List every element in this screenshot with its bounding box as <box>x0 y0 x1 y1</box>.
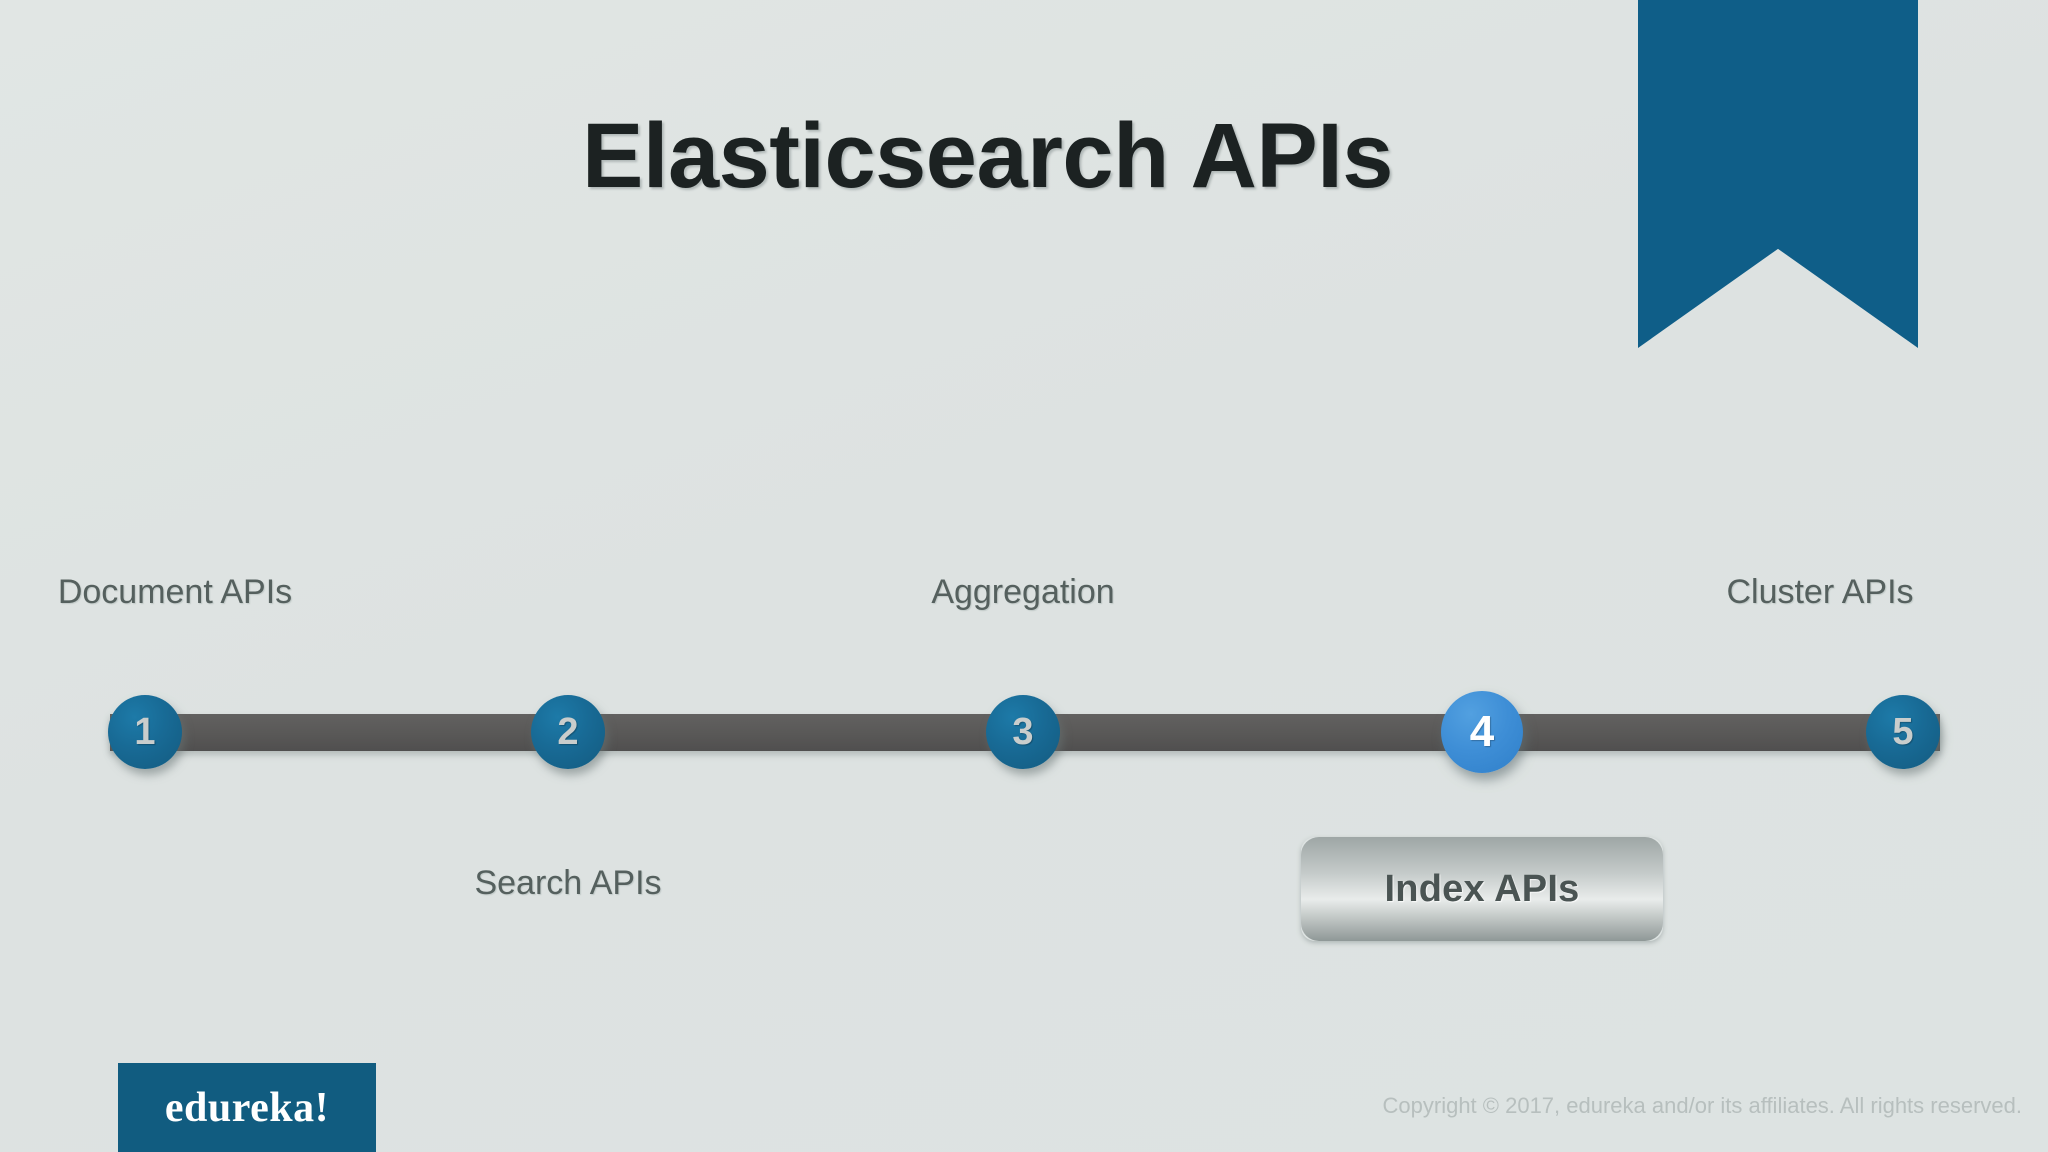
timeline-label-aggregation: Aggregation <box>931 573 1115 611</box>
timeline-label-search-apis: Search APIs <box>474 864 662 902</box>
edureka-logo-text: edureka! <box>164 1084 330 1131</box>
timeline-callout-index-apis[interactable]: Index APIs <box>1301 837 1663 941</box>
page-title: Elasticsearch APIs <box>582 105 1393 207</box>
timeline-label-cluster-apis: Cluster APIs <box>1726 573 1914 611</box>
timeline-node-2[interactable]: 2 <box>531 695 605 769</box>
timeline-node-5[interactable]: 5 <box>1866 695 1940 769</box>
edureka-logo: edureka! <box>118 1063 376 1152</box>
timeline-node-1-number: 1 <box>134 711 156 753</box>
timeline-callout-label: Index APIs <box>1384 867 1580 910</box>
timeline-node-2-number: 2 <box>557 711 579 753</box>
timeline-node-1[interactable]: 1 <box>108 695 182 769</box>
timeline-node-4[interactable]: 4 <box>1441 691 1523 773</box>
timeline-node-3[interactable]: 3 <box>986 695 1060 769</box>
timeline-label-document-apis: Document APIs <box>57 573 293 611</box>
timeline-node-5-number: 5 <box>1892 711 1914 753</box>
copyright-notice: Copyright © 2017, edureka and/or its aff… <box>1382 1093 2022 1118</box>
timeline-node-4-number: 4 <box>1469 707 1495 756</box>
timeline-node-3-number: 3 <box>1012 711 1034 753</box>
